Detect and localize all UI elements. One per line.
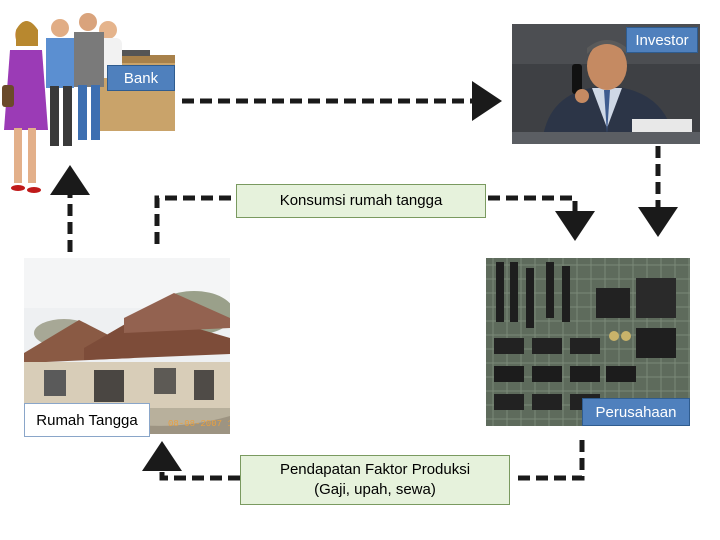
income-label-line2: (Gaji, upah, sewa): [314, 481, 436, 498]
consumption-label: Konsumsi rumah tangga: [236, 184, 486, 218]
income-label: Pendapatan Faktor Produksi (Gaji, upah, …: [240, 455, 510, 505]
arrow-income: [162, 440, 585, 481]
arrow-consumption: [154, 195, 575, 244]
company-label: Perusahaan: [582, 398, 690, 426]
photo-date-stamp: 08-08-2007 12:31: [168, 419, 230, 429]
household-label: Rumah Tangga: [24, 403, 150, 437]
income-label-line1: Pendapatan Faktor Produksi: [279, 461, 471, 478]
bank-label: Bank: [107, 65, 175, 91]
investor-photo: [512, 24, 700, 144]
investor-label: Investor: [626, 27, 698, 53]
